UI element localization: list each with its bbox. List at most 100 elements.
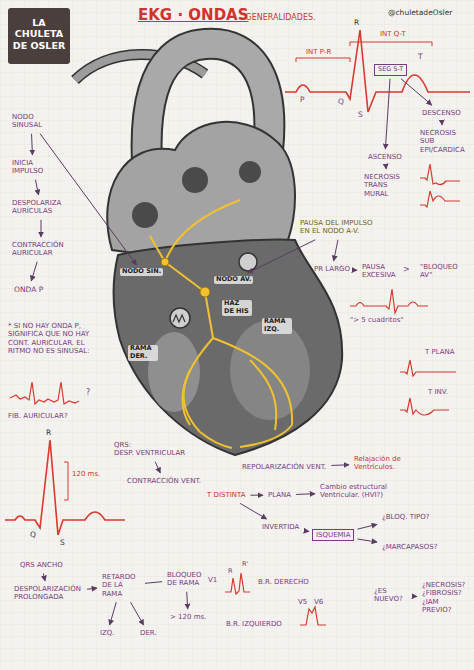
note-label: R [354,18,359,27]
label-text: R [354,18,359,27]
note-label: V5 [298,598,307,606]
note-box: REPOLARIZACIÓN VENT. [240,462,328,472]
label-text: - GENERALIDADES. [240,13,316,23]
arrow-connector [35,180,38,195]
note-label: T INV. [428,388,448,396]
mini-ecg-strips [10,382,79,404]
note-label: ? [86,388,90,398]
node-text: QRS: [114,441,185,449]
note-label: HAZ DE HIS [222,300,252,316]
node-text: SEG S-T [378,66,403,74]
node-text: NODO AV. [216,276,251,284]
note-label: 120 ms. [72,470,100,478]
ecg-strip [296,58,350,62]
note-box: NODO SIN. [120,268,163,276]
note-box: NODO SINUSAL [10,112,52,131]
node-text: DESP. VENTRICULAR [114,449,185,457]
note-box: "BLOQUEO AV" [418,262,462,281]
note-box: PLANA [266,490,293,500]
arrow-connector [334,240,338,261]
note-box: ¿NECROSIS? ¿FIBROSIS? ¿IAM PREVIO? [420,580,468,616]
node-text: DESPOLARIZACIÓN PROLONGADA [14,585,82,602]
arrow-connector [441,121,442,125]
node-text: NECROSIS SUB EPI/CARDICA [420,129,466,154]
node-text: T DISTINTA [207,491,246,499]
arrow-connector [87,588,97,589]
note-label: T [418,52,423,61]
label-text: RAMA DER. [130,345,156,361]
label-text: R' [242,561,248,569]
node-text: CONTRACCIÓN AURICULAR [12,241,70,258]
label-text: V1 [208,576,217,584]
arrow-connector [31,262,37,281]
title: EKG · ONDAS [138,6,249,24]
note-label: INT Q-T [380,30,406,38]
arrow-connector [110,602,117,625]
note-label: @chuletadeOsler [388,8,452,17]
label-text: RAMA IZQ. [264,318,290,334]
node-text: QRS ANCHO [20,561,63,569]
label-text: INT Q-T [380,30,406,38]
note-box: ¿BLOQ. TIPO? [380,512,431,522]
note-label: S [60,538,65,547]
node-text: NODO SIN. [122,268,161,276]
note-label: B.R. DERECHO [258,578,309,586]
heart-illustration [182,167,208,193]
note-box: CONTRACCIÓN AURICULAR [10,240,72,259]
note-box: QRS:DESP. VENTRICULAR [112,440,187,459]
note-label: - GENERALIDADES. [240,13,316,23]
arrow-connector [31,134,33,155]
note-box: QRS ANCHO [18,560,65,570]
label-text: T PLANA [425,348,455,356]
label-text: T INV. [428,388,448,396]
node-text: NECROSIS TRANS MURAL [364,173,412,198]
ecg-strip [5,30,470,535]
label-text: INT P-R [306,48,331,56]
arrow-connector [401,79,432,105]
label-text: S [358,110,363,119]
note-box: INVERTIDA [260,522,301,532]
label-text: ? [86,388,90,398]
label-text: HAZ DE HIS [224,300,250,316]
ecg-strip [350,42,432,46]
node-text: DER. [140,629,157,637]
note-label: T PLANA [425,348,455,356]
node-text: REPOLARIZACIÓN VENT. [242,463,326,471]
arrow-connector [248,240,316,273]
note-label: * SI NO HAY ONDA P, SIGNIFICA QUE NO HAY… [8,322,103,356]
note-box: SEG S-T [374,64,407,76]
arrow-connector [357,524,377,529]
note-box: PAUSA EXCESIVA [360,262,400,281]
node-text: "BLOQUEO AV" [420,263,460,280]
node-text: Cambio estructural Ventricular. (HVI?) [320,483,416,500]
note-label: B.R. IZQUIERDO [226,620,282,628]
node-text: PR LARGO [314,265,350,273]
heart-illustration [239,253,257,271]
note-box: INICIA IMPULSO [10,158,56,177]
heart-illustration [173,315,185,322]
node-text: INVERTIDA [262,523,299,531]
heart-illustration [150,236,165,262]
heart-illustration [200,287,210,297]
label-text: P [300,95,305,104]
note-label: R [46,428,51,437]
label-text: "> 5 cuadritos" [350,316,404,324]
heart-illustration [148,332,200,412]
node-text: PAUSA DEL IMPULSO EN EL NODO A-V. [300,219,381,236]
note-label: FIB. AURICULAR? [8,412,68,420]
note-box: PR LARGO [312,264,352,274]
label-text: R [228,568,233,576]
mini-ecg-strips [420,191,460,207]
note-box: DESPOLARIZA AURÍCULAS [10,198,72,217]
arrow-connector [155,462,160,473]
node-text: CONTRACCIÓN VENT. [127,477,201,485]
node-text: DESCENSO [422,109,461,117]
label-text: V5 [298,598,307,606]
note-box: T DISTINTA [205,490,248,500]
note-box: ¿ES NUEVO? [372,586,412,605]
arrow-connector [41,220,42,237]
note-box: ISQUEMIA [312,529,354,541]
